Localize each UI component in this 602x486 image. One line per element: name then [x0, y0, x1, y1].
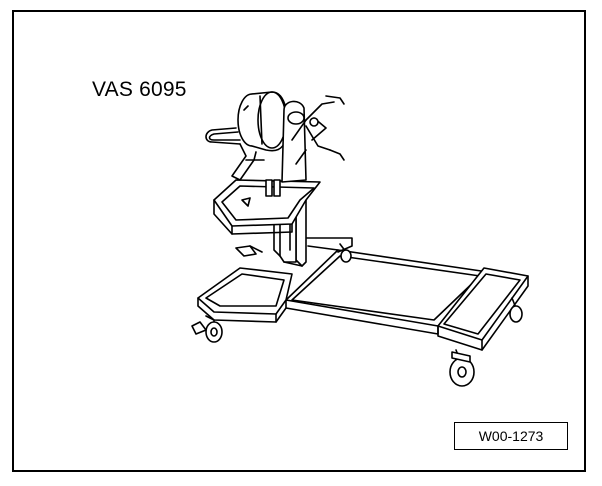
castor-wheel-right-front: [449, 349, 475, 387]
handlebar: [205, 127, 265, 181]
castor-wheel-front-left: [191, 315, 223, 343]
rotating-drum: [237, 91, 289, 152]
castor-wheel-right-rear: [509, 297, 523, 323]
figure-reference-box: W00-1273: [454, 422, 568, 450]
head-mount: [281, 100, 307, 183]
middle-shelf: [213, 179, 321, 235]
right-end-tray: [437, 267, 529, 351]
left-tray: [197, 267, 293, 323]
crank-handle: [305, 95, 345, 161]
castor-wheel-rear-left: [339, 243, 352, 263]
foot-pedal: [235, 245, 263, 257]
figure-reference-label: W00-1273: [478, 428, 544, 444]
tool-label: VAS 6095: [92, 78, 187, 101]
